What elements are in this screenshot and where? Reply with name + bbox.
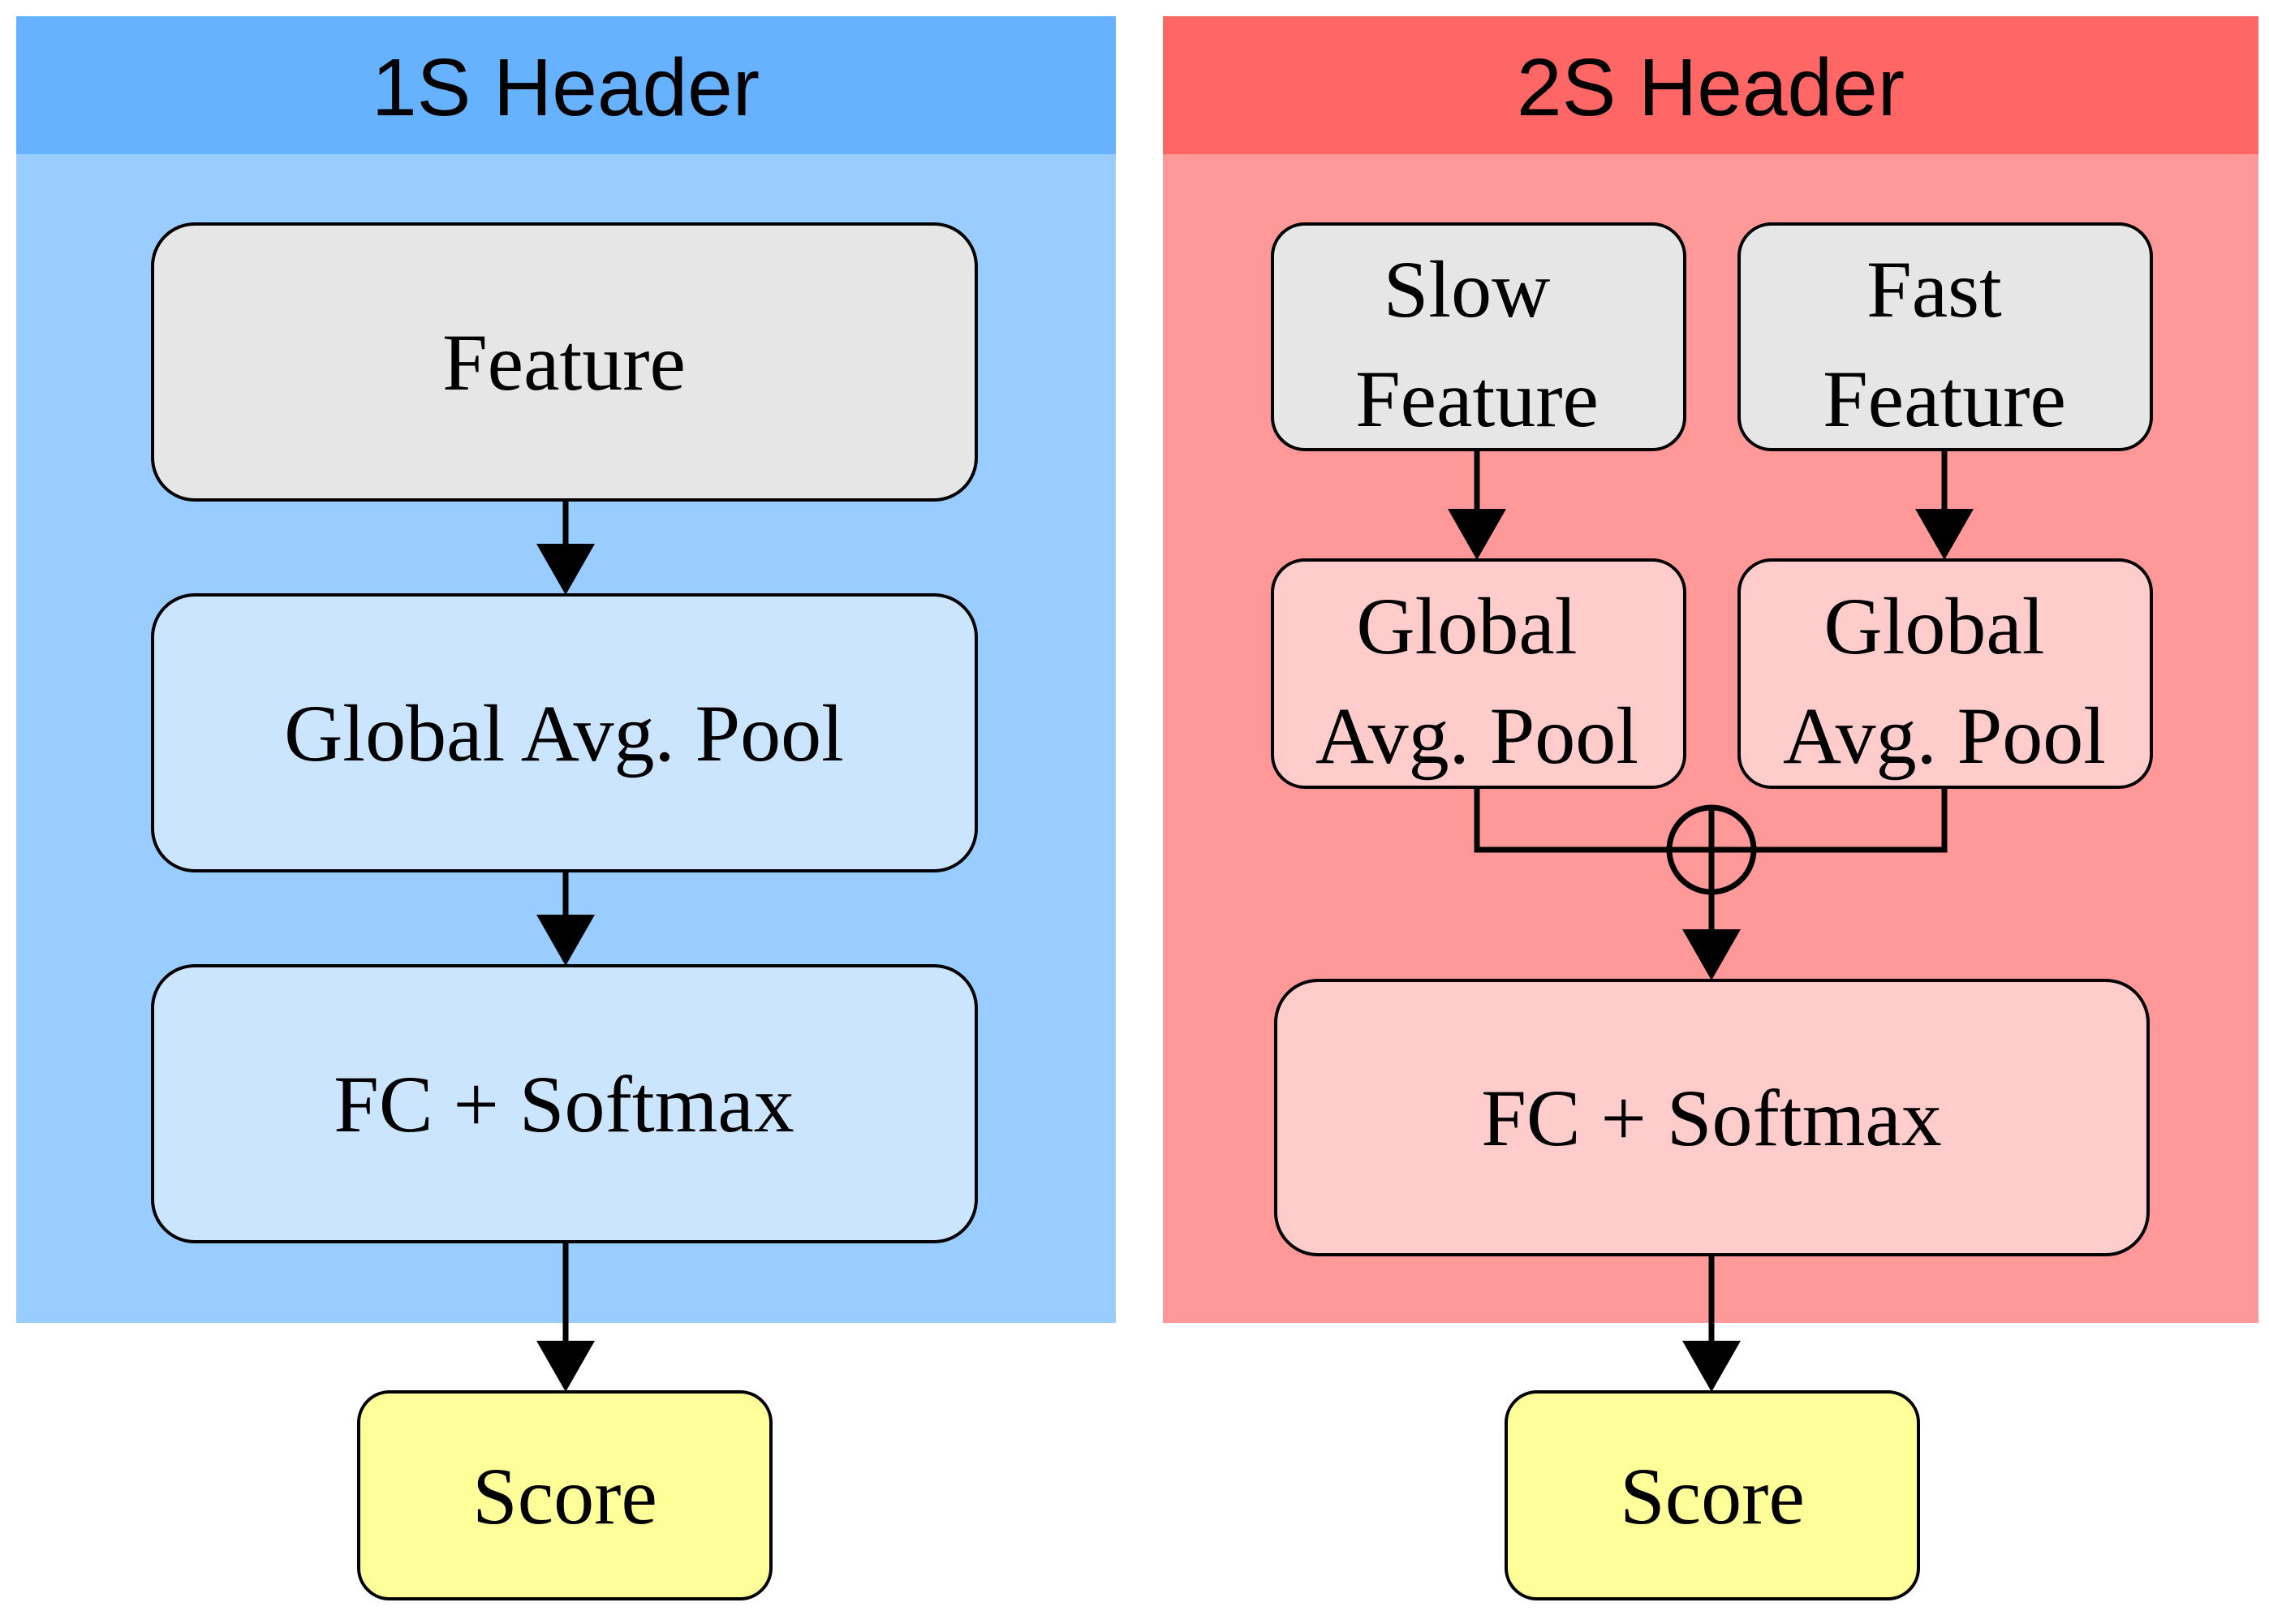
node-2s-fast-feature: Fast Feature (1737, 222, 2153, 451)
node-2s-slow-feature-line-2: Feature (1355, 354, 1599, 444)
node-1s-score-box (357, 1390, 773, 1600)
edge-2s-slow-feature-to-pool (1448, 450, 1506, 560)
edge-2s-merge-to-fc (1682, 892, 1741, 980)
node-2s-fc: FC + Softmax (1274, 979, 2150, 1256)
node-2s-score-label: Score (1620, 1451, 1805, 1541)
panel-2s-header-bar (1163, 16, 2258, 154)
node-2s-fast-pool: Global Avg. Pool (1737, 558, 2153, 789)
node-2s-fast-pool-line-2: Avg. Pool (1783, 691, 2106, 781)
node-2s-fast-feature-line-1: Fast (1866, 244, 2002, 334)
svg-text:Feature: Feature (442, 317, 686, 407)
node-1s-pool: Global Avg. Pool (151, 593, 978, 872)
svg-text:Score: Score (472, 1451, 657, 1541)
svg-text:Score: Score (1620, 1451, 1805, 1541)
node-2s-score: Score (1505, 1390, 1920, 1600)
svg-text:Slow Feature: Slow Feature (1355, 244, 1599, 444)
node-2s-slow-feature-line-1: Slow (1384, 244, 1551, 334)
node-2s-slow-pool-line-1: Global (1356, 581, 1577, 671)
panel-1s-header-bar (16, 16, 1116, 154)
node-2s-fc-label: FC + Softmax (1481, 1073, 1942, 1163)
panel-2s-header-title: 2S Header (1517, 42, 1905, 133)
node-1s-feature-label: Feature (442, 317, 686, 407)
node-2s-score-box (1505, 1390, 1920, 1600)
panel-1s: 1S Header Feature Global Avg. Pool FC + … (16, 16, 1116, 1323)
node-1s-fc-label: FC + Softmax (334, 1059, 794, 1149)
node-1s-fc: FC + Softmax (151, 964, 978, 1243)
edge-2s-fast-feature-to-pool (1915, 450, 1974, 560)
node-2s-slow-feature: Slow Feature (1271, 222, 1686, 451)
node-1s-score-label: Score (472, 1451, 657, 1541)
edge-2s-fc-to-score (1682, 1255, 1741, 1392)
svg-text:Global Avg. Pool: Global Avg. Pool (284, 688, 844, 778)
panel-2s: 2S Header Slow Feature Fast Feature Glob… (1163, 16, 2258, 1323)
edge-1s-fc-to-score (536, 1242, 595, 1392)
node-2s-fast-pool-line-1: Global (1823, 581, 2044, 671)
circled-plus-icon (1666, 804, 1757, 895)
svg-text:Global Avg. Pool: Global Avg. Pool (1315, 581, 1638, 781)
node-1s-feature: Feature (151, 222, 978, 502)
svg-text:FC + Softmax: FC + Softmax (334, 1059, 794, 1149)
edge-1s-feature-to-pool (536, 500, 595, 595)
edge-2s-pools-merge (1474, 787, 1948, 853)
node-2s-slow-pool-line-2: Avg. Pool (1315, 691, 1638, 781)
node-1s-pool-label: Global Avg. Pool (284, 688, 844, 778)
panel-1s-header-title: 1S Header (372, 42, 760, 133)
node-1s-score: Score (357, 1390, 773, 1600)
node-2s-slow-pool: Global Avg. Pool (1271, 558, 1686, 789)
svg-text:Fast Feature: Fast Feature (1823, 244, 2066, 444)
edge-1s-pool-to-fc (536, 871, 595, 966)
svg-text:FC + Softmax: FC + Softmax (1481, 1073, 1942, 1163)
node-2s-fast-feature-line-2: Feature (1823, 354, 2066, 444)
svg-text:Global Avg. Pool: Global Avg. Pool (1783, 581, 2106, 781)
